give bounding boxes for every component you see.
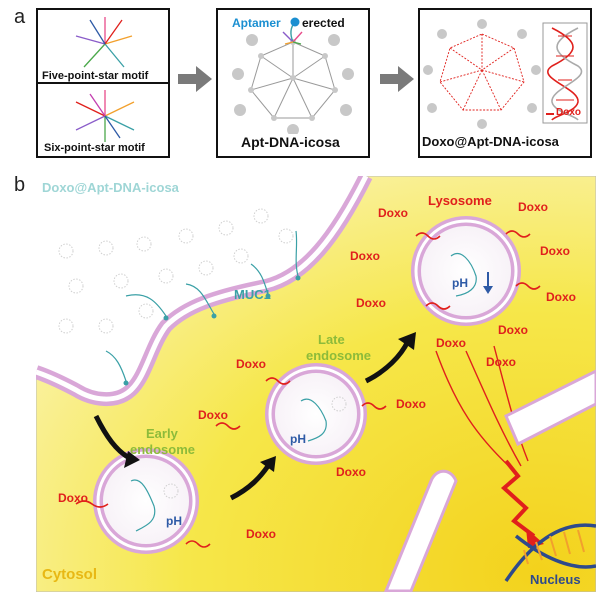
early-endosome-label-2: endosome [130,442,196,457]
aptamer-label: Aptamer [232,16,281,30]
apt-dna-icosa-drawing [232,17,354,134]
doxo-legend-line [546,113,554,115]
six-point-star-motif-drawing [75,90,135,142]
dna-helix-inset [542,22,588,124]
apt-dna-icosa-label: Apt-DNA-icosa [241,134,340,150]
late-endosome-label-1: Late [318,332,345,347]
doxo-label: Doxo [58,491,88,505]
six-point-star-box [36,82,170,158]
nucleus-label: Nucleus [530,572,581,587]
panel-b-letter: b [14,174,26,196]
doxo-label: Doxo [246,527,276,541]
doxo-label: Doxo [486,355,516,369]
doxo-icosa-drawing [423,19,541,129]
early-endosome-label-1: Early [146,426,178,441]
late-endosome-label-2: endosome [306,348,372,363]
doxo-label: Doxo [518,200,548,214]
five-point-star-label: Five-point-star motif [42,70,149,82]
doxo-apt-dna-icosa-b-label: Doxo@Apt-DNA-icosa [42,180,179,195]
doxo-apt-dna-icosa-label: Doxo@Apt-DNA-icosa [422,134,559,149]
ph-label-late: pH [290,432,306,446]
panel-a-letter: a [14,6,26,28]
cytosol-label: Cytosol [42,566,98,583]
doxo-label: Doxo [498,323,528,337]
doxo-label: Doxo [540,244,570,258]
lysosome-label: Lysosome [428,193,492,208]
doxo-label: Doxo [396,397,426,411]
ph-label-early: pH [166,514,182,528]
doxo-label: Doxo [436,336,466,350]
process-arrow-1 [178,66,212,92]
erected-label: erected [302,16,345,30]
doxo-legend-label: Doxo [556,107,581,118]
muc1-label: MUC1 [234,287,271,302]
doxo-label: Doxo [546,290,576,304]
doxo-label: Doxo [336,465,366,479]
five-point-star-motif-drawing [75,17,133,68]
doxo-label: Doxo [198,408,228,422]
doxo-label: Doxo [378,206,408,220]
doxo-label: Doxo [350,249,380,263]
process-arrow-2 [380,66,414,92]
doxo-label: Doxo [356,296,386,310]
doxo-label: Doxo [236,357,266,371]
ph-label-lysosome: pH [452,276,468,290]
six-point-star-label: Six-point-star motif [44,142,145,154]
cell-uptake-scheme [36,176,596,592]
